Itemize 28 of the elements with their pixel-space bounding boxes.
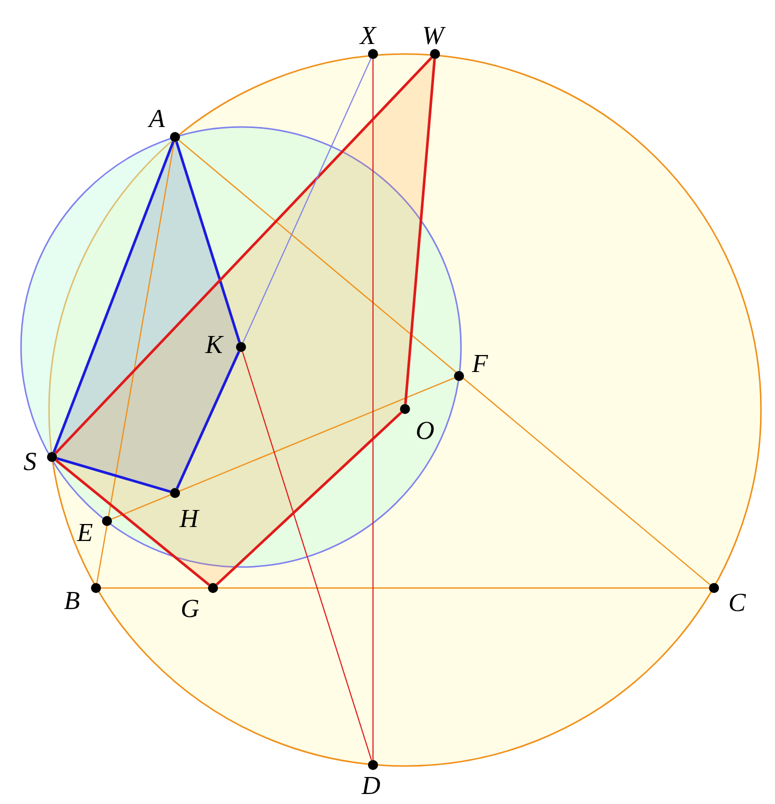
point-label: B (63, 588, 81, 614)
point-label: E (76, 520, 94, 546)
point-label: W (422, 23, 444, 49)
point-label: A (146, 106, 166, 132)
line-segment (54, 56, 432, 454)
point-label: F (470, 351, 489, 377)
line-segment (101, 587, 709, 589)
point-label: S (22, 449, 38, 475)
line-segment (111, 377, 455, 520)
line-segment (175, 141, 241, 343)
line-segment (372, 59, 374, 760)
point-label: D (360, 773, 382, 799)
line-segment (56, 457, 171, 493)
point-label: X (358, 23, 378, 49)
point-label: C (727, 590, 747, 616)
line-segment (52, 141, 174, 453)
point-label: O (414, 418, 436, 444)
line-segment (404, 58, 436, 404)
line-segment (242, 352, 372, 760)
point-label: G (180, 596, 200, 622)
point-label: H (178, 506, 200, 532)
line-segment (176, 351, 240, 489)
line-segment (216, 411, 402, 586)
line-segment (96, 142, 175, 584)
line-segment (55, 459, 210, 586)
point-label: K (204, 332, 225, 358)
line-segment (242, 58, 372, 343)
line-segment (178, 140, 711, 586)
